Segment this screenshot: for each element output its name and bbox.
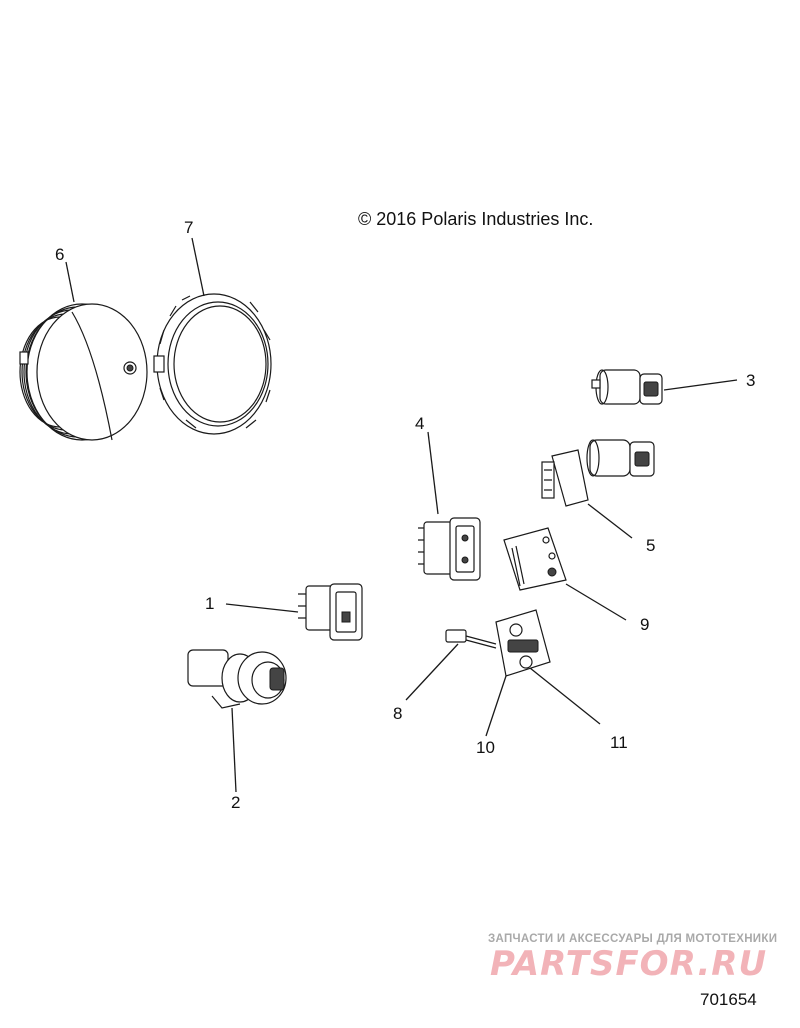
part-8-usb-cable	[445, 629, 497, 649]
callout-8: 8	[393, 704, 403, 723]
part-2-ignition-switch	[187, 649, 287, 709]
part-5-dual-outlet	[541, 439, 655, 507]
part-10-usb-plate	[495, 609, 551, 677]
callout-10: 10	[476, 738, 495, 757]
callout-7: 7	[184, 218, 194, 237]
callout-9: 9	[640, 615, 650, 634]
drawing-number: 701654	[700, 990, 757, 1009]
watermark-logo: PARTSFOR.RU	[490, 944, 768, 984]
part-3-power-outlet	[591, 369, 663, 405]
callout-6: 6	[55, 245, 65, 264]
copyright-notice: © 2016 Polaris Industries Inc.	[358, 209, 594, 229]
part-6-gauge-body	[19, 303, 148, 441]
callout-5: 5	[646, 536, 656, 555]
leader-lines	[65, 237, 738, 793]
callout-2: 2	[231, 793, 241, 812]
part-9-rocker-switch	[503, 527, 567, 591]
part-1-rocker-switch	[298, 583, 363, 641]
part-4-rocker-switch	[418, 517, 481, 581]
callout-4: 4	[415, 414, 425, 433]
callout-3: 3	[746, 371, 756, 390]
callout-11: 11	[610, 733, 628, 752]
callout-1: 1	[205, 594, 215, 613]
watermark-tagline: ЗАПЧАСТИ И АКСЕССУАРЫ ДЛЯ МОТОТЕХНИКИ	[488, 933, 778, 945]
part-7-bezel-ring	[153, 293, 272, 435]
